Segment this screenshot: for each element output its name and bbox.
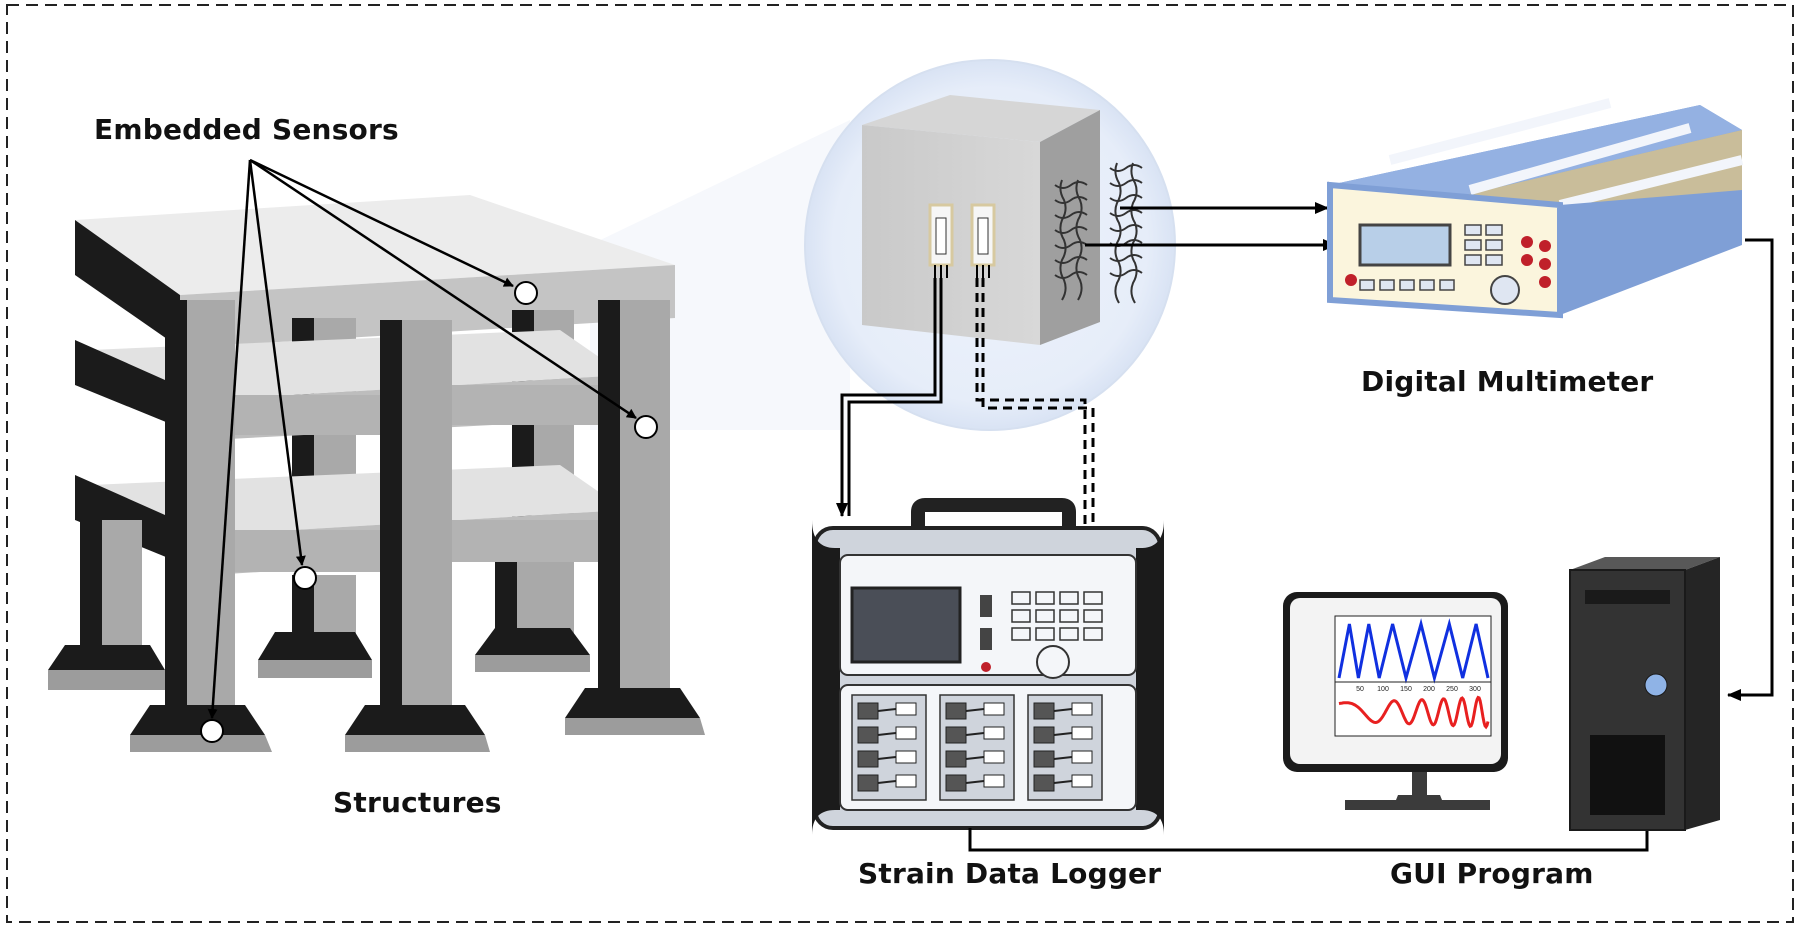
strain-data-logger-label: Strain Data Logger [858,857,1162,890]
concrete-sensor-block-icon [804,59,1176,431]
gauge-wire-solid [836,278,943,517]
fiber-mesh-icon [1054,162,1143,304]
digital-multimeter-label: Digital Multimeter [1361,365,1654,398]
plot-tick-label: 200 [1423,686,1435,693]
gui-program-label: GUI Program [1390,857,1594,890]
embedded-sensors-label: Embedded Sensors [94,113,399,146]
computer-tower-icon [1569,557,1720,831]
building-icon [48,195,705,752]
sensor-dot-beam [293,566,317,590]
sensor-dot-top-slab [514,281,538,305]
sensor-dot-column [634,415,658,439]
plot-tick-label: 300 [1469,686,1481,693]
sensor-markers [200,281,658,743]
plot-tick-label: 150 [1400,686,1412,693]
plot-tick-label: 50 [1356,686,1364,693]
multimeter-to-computer-wire [1727,238,1774,701]
gauge-wire-dashed [975,278,1095,546]
structures-label: Structures [333,786,502,819]
monitor-icon: 50 100 150 200 250 300 [1283,592,1508,810]
plot-tick-label: 250 [1446,686,1458,693]
logger-to-computer-wire [968,814,1653,852]
signal-plot: 50 100 150 200 250 300 [1334,615,1492,737]
multimeter-icon [1327,98,1744,319]
plot-tick-label: 100 [1377,686,1389,693]
mesh-to-multimeter-arrows [1085,202,1337,251]
sensor-pointer-arrows [207,158,637,719]
sensor-dot-footing [200,719,224,743]
data-logger-icon [812,498,1164,835]
dashed-border [6,4,1794,923]
